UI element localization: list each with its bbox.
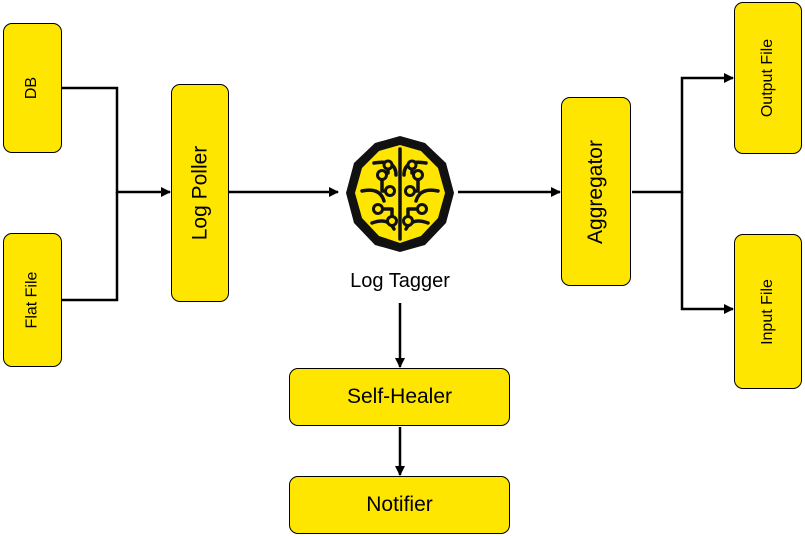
input-file-node[interactable]: Input File — [734, 234, 802, 389]
log-tagger-label: Log Tagger — [350, 270, 450, 292]
edge-aggregator-to-output-file — [632, 73, 734, 194]
db-node[interactable]: DB — [3, 23, 62, 153]
log-poller-label: Log Poller — [188, 145, 211, 241]
self-healer-node[interactable]: Self-Healer — [289, 368, 510, 426]
log-tagger-node[interactable] — [338, 133, 462, 262]
edge-flat-file-to-log-poller — [62, 192, 119, 302]
db-label: DB — [23, 76, 41, 100]
notifier-node[interactable]: Notifier — [289, 476, 510, 534]
output-file-label: Output File — [759, 38, 777, 118]
output-file-node[interactable]: Output File — [734, 2, 802, 154]
brain-circuit-icon — [346, 136, 454, 252]
aggregator-label: Aggregator — [584, 139, 607, 244]
edge-aggregator-to-input-file — [680, 192, 734, 314]
aggregator-node[interactable]: Aggregator — [561, 97, 631, 286]
notifier-label: Notifier — [366, 493, 433, 516]
flat-file-label: Flat File — [23, 271, 41, 329]
flat-file-node[interactable]: Flat File — [3, 233, 62, 367]
input-file-label: Input File — [759, 278, 776, 345]
log-poller-node[interactable]: Log Poller — [171, 84, 229, 302]
edge-db-to-log-poller — [62, 86, 171, 197]
self-healer-label: Self-Healer — [346, 385, 453, 408]
